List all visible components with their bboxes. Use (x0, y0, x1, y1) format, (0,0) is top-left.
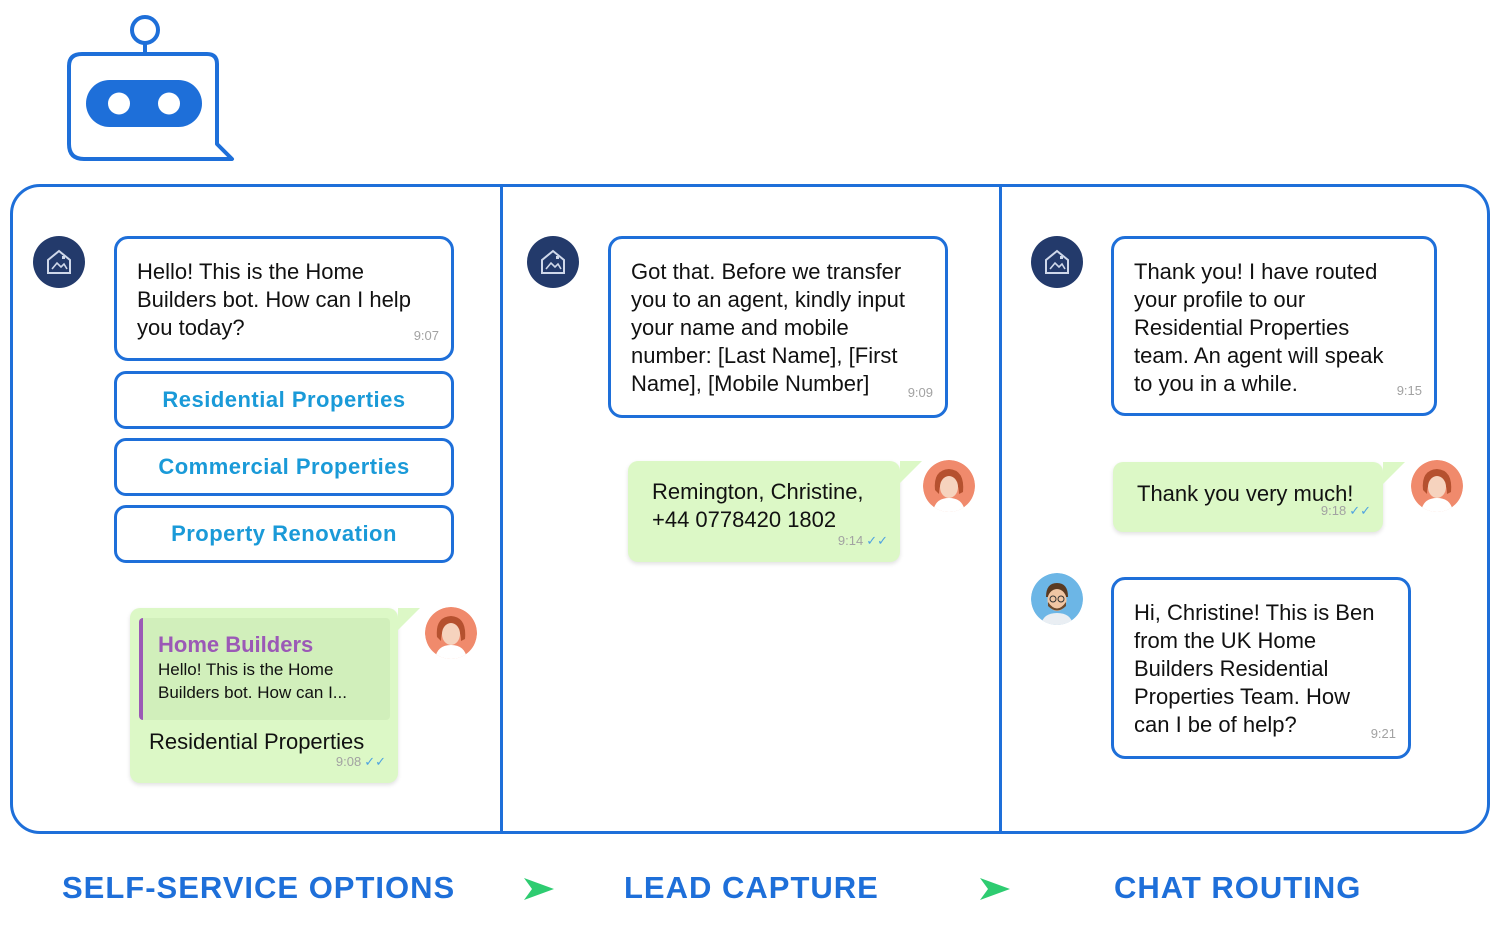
house-logo-icon (527, 236, 579, 288)
bot-message-text: Got that. Before we transfer you to an a… (631, 259, 905, 396)
agent-message-text: Hi, Christine! This is Ben from the UK H… (1134, 600, 1375, 737)
bot-message: Thank you! I have routed your profile to… (1111, 236, 1437, 416)
robot-chat-icon (64, 14, 239, 170)
house-logo-icon (33, 236, 85, 288)
message-time: 9:18✓✓ (1320, 503, 1371, 518)
agent-message: Hi, Christine! This is Ben from the UK H… (1111, 577, 1411, 759)
message-time: 9:14✓✓ (837, 533, 888, 548)
user-message-text: Remington, Christine, +44 0778420 1802 (652, 479, 864, 532)
panel-divider (999, 186, 1002, 832)
user-message-bubble: Remington, Christine, +44 0778420 1802 9… (628, 461, 922, 562)
chat-panels-frame (10, 184, 1490, 834)
quote-title: Home Builders (158, 632, 314, 657)
bot-message-text: Hello! This is the Home Builders bot. Ho… (137, 259, 411, 340)
woman-avatar (1411, 460, 1463, 512)
double-check-icon: ✓✓ (364, 754, 386, 769)
double-check-icon: ✓✓ (1349, 503, 1371, 518)
arrow-right-icon (978, 876, 1012, 907)
panel-divider (500, 186, 503, 832)
message-time: 9:08✓✓ (335, 754, 386, 769)
user-message-text: Thank you very much! (1137, 481, 1354, 506)
user-message-bubble: Thank you very much! 9:18✓✓ (1113, 462, 1405, 532)
message-time: 9:21 (1370, 726, 1396, 741)
step-label-lead-capture: LEAD CAPTURE (624, 870, 879, 905)
bot-message: Got that. Before we transfer you to an a… (608, 236, 948, 418)
bot-message: Hello! This is the Home Builders bot. Ho… (114, 236, 454, 361)
option-commercial-properties[interactable]: Commercial Properties (114, 438, 454, 496)
step-label-self-service: SELF-SERVICE OPTIONS (62, 870, 456, 905)
woman-avatar (923, 460, 975, 512)
quote-text: Hello! This is the Home Builders bot. Ho… (158, 660, 347, 702)
option-property-renovation[interactable]: Property Renovation (114, 505, 454, 563)
house-logo-icon (1031, 236, 1083, 288)
bot-message-text: Thank you! I have routed your profile to… (1134, 259, 1384, 396)
man-avatar (1031, 573, 1083, 625)
double-check-icon: ✓✓ (866, 533, 888, 548)
option-residential-properties[interactable]: Residential Properties (114, 371, 454, 429)
reply-text: Residential Properties (149, 729, 365, 754)
woman-avatar (425, 607, 477, 659)
step-label-chat-routing: CHAT ROUTING (1114, 870, 1362, 905)
quoted-message: Home Builders Hello! This is the Home Bu… (139, 618, 390, 720)
arrow-right-icon (522, 876, 556, 907)
message-time: 9:15 (1396, 383, 1422, 398)
user-reply-bubble: Home Builders Hello! This is the Home Bu… (130, 608, 420, 783)
message-time: 9:07 (413, 328, 439, 343)
message-time: 9:09 (907, 385, 933, 400)
